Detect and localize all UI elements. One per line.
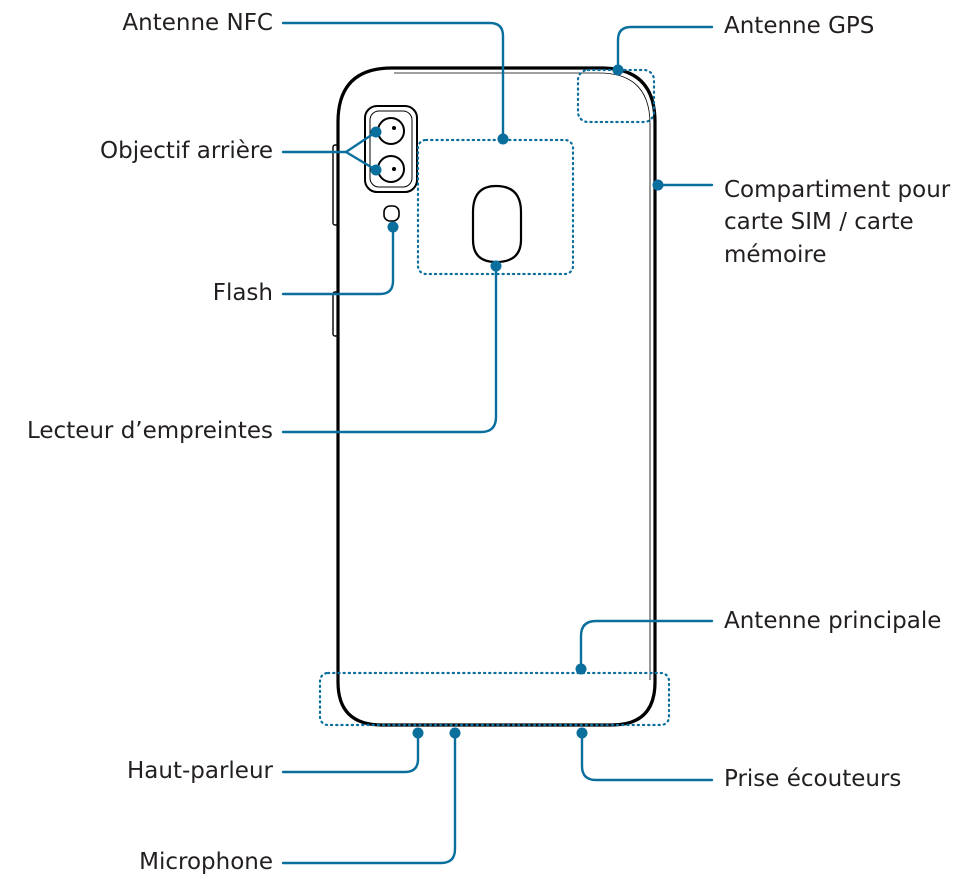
- label-gps-antenna: Antenne GPS: [724, 13, 875, 39]
- microphone-dot: [449, 727, 461, 739]
- camera-dot-bottom: [370, 164, 382, 176]
- sim-dot: [652, 179, 664, 191]
- camera-dot-top: [370, 126, 382, 138]
- nfc-leader: [281, 21, 505, 137]
- label-main-antenna: Antenne principale: [724, 608, 942, 634]
- camera-lens-bottom-dot: [392, 167, 396, 171]
- main-antenna-leader: [579, 619, 714, 670]
- camera-leader: [281, 130, 378, 172]
- label-microphone: Microphone: [139, 849, 273, 875]
- camera-lens-bottom: [377, 155, 405, 183]
- earphone-dot: [576, 727, 588, 739]
- label-sim-tray-1: Compartiment pour: [724, 177, 951, 203]
- label-earphone-jack: Prise écouteurs: [724, 766, 902, 792]
- gps-dot: [612, 64, 624, 76]
- nfc-antenna-area: [416, 138, 575, 276]
- gps-antenna-area: [576, 68, 656, 124]
- main-antenna-area: [318, 671, 671, 727]
- camera-lens-top-dot: [392, 126, 396, 130]
- label-speaker: Haut-parleur: [126, 758, 273, 784]
- fingerprint-leader: [281, 264, 498, 434]
- label-sim-tray-2: carte SIM / carte: [724, 209, 914, 235]
- camera-module-inner: [369, 110, 413, 188]
- nfc-dot: [497, 133, 509, 145]
- flash-dot: [387, 221, 399, 233]
- label-fingerprint-sensor: Lecteur d’empreintes: [26, 418, 273, 444]
- gps-leader: [616, 25, 714, 72]
- label-nfc-antenna: Antenne NFC: [122, 10, 273, 36]
- side-button-upper: [332, 144, 339, 226]
- flash-leader: [281, 224, 395, 296]
- label-flash: Flash: [212, 280, 273, 306]
- camera-module: [364, 105, 418, 193]
- microphone-leader: [281, 732, 457, 865]
- label-sim-tray-3: mémoire: [724, 242, 827, 268]
- label-rear-camera: Objectif arrière: [100, 138, 273, 164]
- phone-inner-edge: [394, 72, 651, 680]
- flash-window: [383, 205, 400, 222]
- side-button-lower: [332, 291, 339, 337]
- speaker-leader: [281, 732, 420, 774]
- fingerprint-sensor-shape: [471, 184, 523, 264]
- camera-lens-top: [377, 117, 405, 145]
- earphone-leader: [580, 732, 714, 782]
- main-antenna-dot: [575, 663, 587, 675]
- speaker-dot: [412, 727, 424, 739]
- fingerprint-dot: [490, 260, 502, 272]
